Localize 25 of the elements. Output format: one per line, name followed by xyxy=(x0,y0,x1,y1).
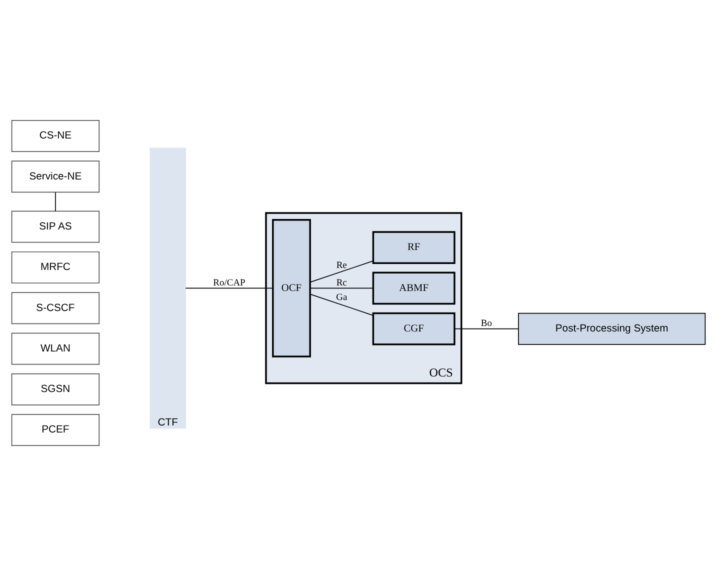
edge-label: Re xyxy=(336,260,347,271)
node-box: CTF xyxy=(150,147,186,428)
node-box: SGSN xyxy=(11,372,100,405)
edge-label: Bo xyxy=(480,318,492,329)
node-box: OCF xyxy=(272,218,311,357)
node-box: S-CSCF xyxy=(11,292,100,324)
edge-label: Rc xyxy=(336,278,347,288)
node-box: RF xyxy=(372,230,456,264)
node-box: CS-NE xyxy=(11,120,100,152)
connector xyxy=(310,260,374,282)
node-box: WLAN xyxy=(11,332,100,364)
connector xyxy=(310,293,374,316)
edge-label: Ga xyxy=(336,292,348,303)
node-box: ABMF xyxy=(372,271,456,304)
connector xyxy=(454,328,519,329)
connector xyxy=(185,287,274,288)
node-box: CGF xyxy=(372,312,456,345)
edge-label: Ro/CAP xyxy=(213,278,246,288)
connector xyxy=(55,191,56,212)
node-box: PCEF xyxy=(11,413,100,446)
connector xyxy=(310,287,374,288)
node-box: MRFC xyxy=(11,250,100,283)
node-box: SIP AS xyxy=(11,210,100,242)
node-box: Service-NE xyxy=(11,160,100,192)
node-box: Post-Processing System xyxy=(518,312,706,344)
